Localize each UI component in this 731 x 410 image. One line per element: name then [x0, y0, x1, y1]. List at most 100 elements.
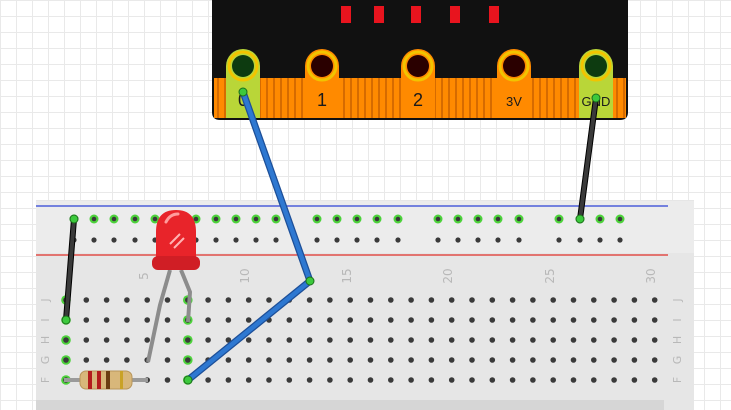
hole: [611, 297, 617, 303]
rail-hole: [455, 237, 461, 243]
rail-hole: [273, 216, 279, 222]
pin-hole: [311, 55, 333, 77]
hole: [570, 317, 577, 323]
wire-endpoints: [61, 87, 601, 385]
hole: [164, 337, 171, 343]
hole: [286, 357, 293, 363]
resistor-band-2: [97, 371, 101, 389]
hole: [651, 357, 658, 363]
hole: [144, 337, 150, 343]
wire-gnd[interactable]: [578, 96, 598, 221]
rail-hole: [91, 216, 97, 222]
hole: [428, 317, 435, 323]
rail-hole: [233, 237, 239, 243]
hole: [591, 377, 597, 383]
column-label: 25: [543, 268, 557, 283]
hole: [570, 297, 577, 303]
hole: [124, 297, 130, 303]
hole: [205, 297, 211, 303]
rail-hole: [253, 237, 259, 243]
rail-hole: [455, 216, 461, 222]
pin-label: 3V: [506, 94, 522, 109]
hole: [63, 337, 69, 343]
hole: [530, 297, 536, 303]
hole: [327, 317, 333, 323]
rail-hole: [597, 237, 603, 243]
resistor-band-1: [88, 371, 92, 389]
hole: [286, 377, 293, 383]
hole: [367, 377, 374, 383]
hole: [367, 317, 374, 323]
wire-rail-to-row[interactable]: [64, 217, 76, 322]
pin-3v[interactable]: 3V: [497, 49, 531, 118]
hole: [509, 377, 516, 383]
hole: [245, 357, 252, 363]
hole: [306, 297, 313, 303]
row-label: F: [39, 377, 52, 383]
hole: [164, 297, 171, 303]
hole: [611, 377, 617, 383]
hole: [266, 297, 272, 303]
pin-hole: [407, 55, 429, 77]
microbit-led: [450, 6, 460, 23]
hole: [286, 317, 293, 323]
wire-endpoint: [69, 214, 79, 224]
pin-2[interactable]: 2: [401, 49, 435, 118]
row-label: H: [671, 336, 684, 344]
hole: [570, 377, 577, 383]
hole: [550, 377, 556, 383]
hole: [651, 297, 658, 303]
pin-1[interactable]: 1: [305, 49, 339, 118]
hole: [347, 357, 354, 363]
hole: [388, 357, 394, 363]
hole: [367, 297, 374, 303]
hole: [327, 337, 333, 343]
rail-hole: [354, 216, 360, 222]
hole: [266, 377, 272, 383]
row-label: I: [671, 318, 684, 321]
led-lead-anode: [179, 269, 192, 323]
hole: [611, 337, 617, 343]
hole: [550, 317, 556, 323]
pin-gnd[interactable]: GND: [579, 49, 613, 118]
hole: [286, 337, 293, 343]
rail-hole: [111, 216, 117, 222]
hole: [631, 337, 638, 343]
hole: [225, 297, 232, 303]
pin-ring: [498, 50, 530, 82]
hole: [570, 337, 577, 343]
hole: [428, 357, 435, 363]
hole: [408, 357, 414, 363]
rail-hole: [132, 216, 138, 222]
hole: [469, 377, 475, 383]
resistor[interactable]: [64, 370, 148, 390]
hole: [591, 317, 597, 323]
column-label: 20: [441, 268, 455, 283]
led[interactable]: [146, 210, 200, 363]
hole: [591, 297, 597, 303]
pin-0[interactable]: 0: [226, 49, 260, 118]
resistor-band-4: [120, 371, 123, 389]
pin-ring: [580, 50, 612, 82]
hole: [448, 357, 455, 363]
hole: [591, 337, 597, 343]
led-dome: [156, 210, 196, 262]
hole: [509, 317, 516, 323]
column-label: 10: [238, 268, 252, 283]
led-rim: [152, 256, 200, 270]
hole: [266, 357, 272, 363]
rail-hole: [213, 216, 219, 222]
hole: [164, 357, 171, 363]
led-inner-mark: [169, 233, 185, 249]
hole: [509, 357, 516, 363]
pin-label: 2: [413, 90, 423, 110]
hole: [489, 357, 496, 363]
rail-hole: [577, 237, 583, 243]
hole: [469, 357, 475, 363]
led-lead-cathode: [146, 269, 172, 363]
rail-hole: [374, 216, 380, 222]
hole: [448, 317, 455, 323]
